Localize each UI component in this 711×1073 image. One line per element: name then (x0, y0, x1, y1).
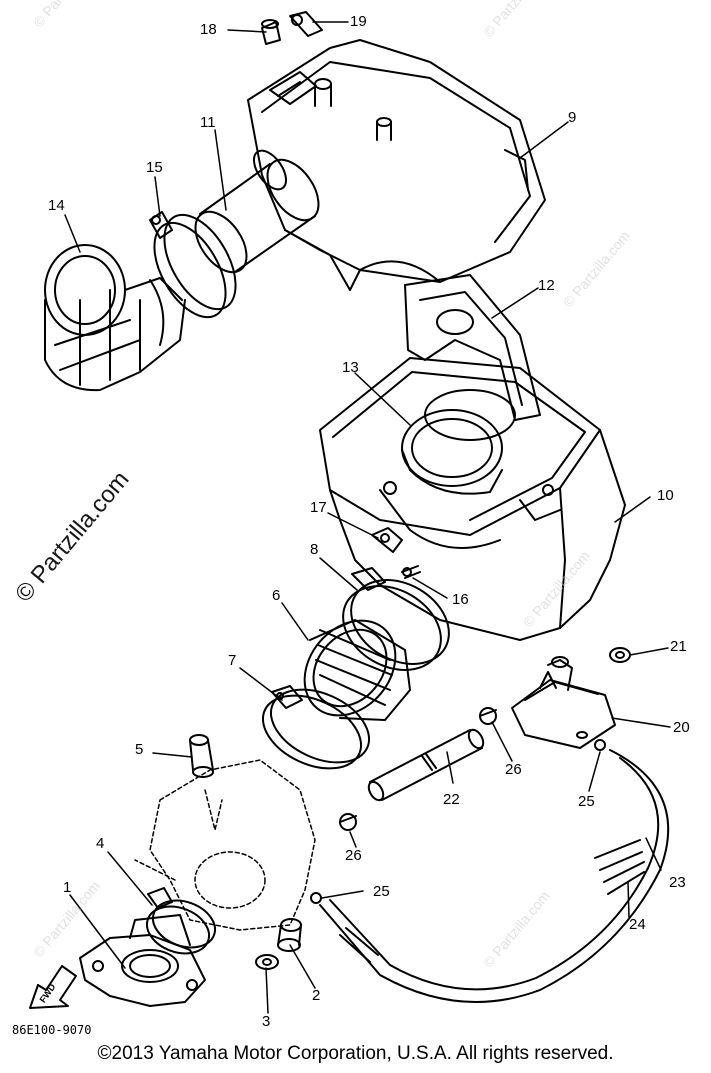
callout-13: 13 (342, 359, 359, 376)
part-21-nut (609, 647, 631, 663)
fwd-arrow-icon (29, 965, 77, 1009)
callout-14: 14 (48, 197, 65, 214)
callout-23: 23 (669, 874, 686, 891)
part-13-joint (401, 389, 516, 495)
callout-18: 18 (200, 21, 217, 38)
part-14-silencer (44, 244, 186, 392)
part-12-gasket (404, 274, 541, 421)
callout-21: 21 (670, 638, 687, 655)
part-8-clamp (342, 567, 450, 671)
part-17-clip (371, 527, 403, 553)
part-15-clamp (149, 211, 237, 319)
part-1-flange (79, 914, 206, 1007)
callout-17: 17 (310, 499, 327, 516)
part-19-clip (289, 11, 323, 37)
callout-15: 15 (146, 159, 163, 176)
part-code: 86E100-9070 (12, 1023, 92, 1037)
callout-25-lower: 25 (373, 883, 390, 900)
part-11-intake-tube (194, 149, 320, 274)
part-26-clip-upper (479, 707, 497, 725)
carburetor-reference-outline (134, 759, 316, 931)
part-23-fuel-hose (319, 749, 670, 1003)
part-25-clip-lower (310, 892, 322, 904)
part-10-airbox (319, 357, 626, 641)
copyright-notice: ©2013 Yamaha Motor Corporation, U.S.A. A… (97, 1043, 614, 1064)
part-2-bolt (277, 918, 302, 952)
callout-26-upper: 26 (505, 761, 522, 778)
part-25-clip-upper (594, 739, 606, 751)
callout-12: 12 (538, 277, 555, 294)
callout-11: 11 (200, 114, 216, 131)
part-5-pin (189, 734, 214, 778)
part-9-case-cover (247, 39, 546, 291)
part-18-bolt (261, 19, 281, 45)
callout-10: 10 (657, 487, 674, 504)
part-7-clamp (261, 685, 371, 770)
leader-lines (64, 21, 671, 1014)
callout-7: 7 (228, 652, 237, 669)
callout-8: 8 (310, 541, 319, 558)
part-20-fuel-pump (511, 656, 616, 749)
callout-25-upper: 25 (578, 793, 595, 810)
callout-24: 24 (629, 916, 646, 933)
callout-9: 9 (568, 109, 577, 126)
part-24-protector (339, 839, 645, 963)
callout-20: 20 (673, 719, 690, 736)
callout-22: 22 (443, 791, 460, 808)
callout-6: 6 (272, 587, 281, 604)
callout-2: 2 (312, 987, 321, 1004)
callout-3: 3 (262, 1013, 271, 1030)
fwd-label: FWD (38, 982, 58, 1005)
part-22-hose (367, 728, 485, 802)
part-26-clip-lower (339, 813, 357, 831)
callout-1: 1 (63, 879, 72, 896)
callout-5: 5 (135, 741, 144, 758)
part-3-washer (255, 954, 279, 970)
part-6-joint (303, 619, 411, 721)
part-16-screw (401, 565, 421, 579)
callout-19: 19 (350, 13, 367, 30)
callout-16: 16 (452, 591, 469, 608)
callout-26-lower: 26 (345, 847, 362, 864)
callout-4: 4 (96, 835, 105, 852)
